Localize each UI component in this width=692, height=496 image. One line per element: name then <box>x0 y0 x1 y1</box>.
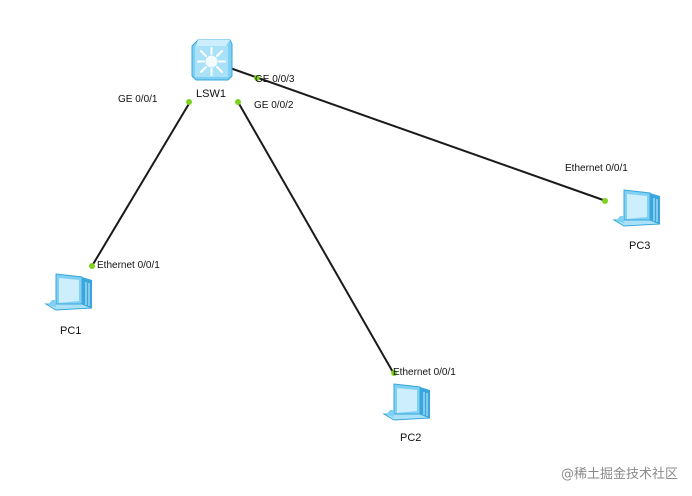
pc-icon[interactable] <box>613 189 661 227</box>
port-label-lsw1-ge003: GE 0/0/3 <box>255 74 295 85</box>
link-lsw1-pc2[interactable] <box>237 101 395 375</box>
link-lsw1-pc1[interactable] <box>91 101 191 267</box>
watermark: @稀土掘金技术社区 <box>560 467 678 482</box>
pc-icon[interactable] <box>383 383 431 421</box>
port-label-pc3-eth001: Ethernet 0/0/1 <box>565 163 628 174</box>
device-name-pc3: PC3 <box>629 240 651 252</box>
port-label-lsw1-ge002: GE 0/0/2 <box>254 100 294 111</box>
device-name-lsw1: LSW1 <box>196 88 226 100</box>
link-lsw1-pc3[interactable] <box>229 67 607 202</box>
port-dot-lsw1-ge001 <box>186 99 192 105</box>
port-dot-pc2-eth001 <box>391 370 397 376</box>
port-dot-pc1-eth001 <box>89 263 95 269</box>
switch-icon[interactable] <box>191 39 233 81</box>
port-label-lsw1-ge001: GE 0/0/1 <box>118 94 158 105</box>
port-label-pc2-eth001: Ethernet 0/0/1 <box>393 367 456 378</box>
device-name-pc2: PC2 <box>400 432 422 444</box>
port-dot-pc3-eth001 <box>602 198 608 204</box>
pc-icon[interactable] <box>45 273 93 311</box>
port-dot-lsw1-ge002 <box>235 99 241 105</box>
port-dot-lsw1-ge003 <box>254 75 260 81</box>
port-label-pc1-eth001: Ethernet 0/0/1 <box>97 260 160 271</box>
device-name-pc1: PC1 <box>60 325 82 337</box>
